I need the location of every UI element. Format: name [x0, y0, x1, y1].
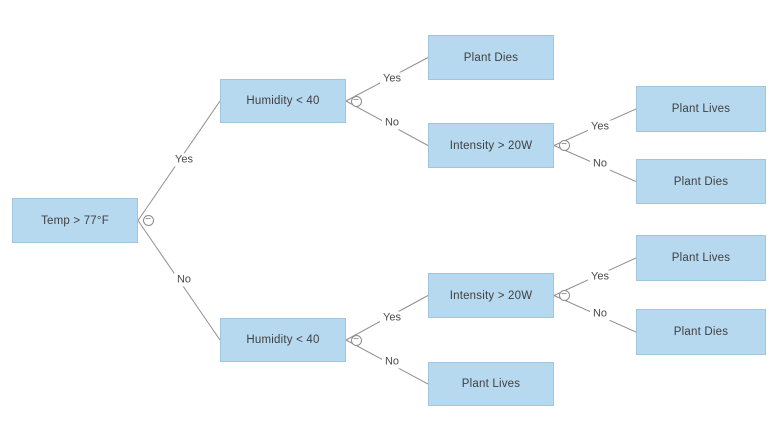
edge-label-root-no: No	[173, 273, 195, 287]
edge-label-intensity-top-yes: Yes	[588, 120, 612, 134]
node-humidity-bottom[interactable]: Humidity < 40	[220, 318, 346, 362]
node-label: Intensity > 20W	[449, 139, 533, 152]
edge-label-humidity-top-no: No	[381, 116, 403, 130]
node-plant-lives-bottom-right[interactable]: Plant Lives	[636, 235, 766, 281]
collapse-toggle-icon-humidity-bottom[interactable]: −	[350, 333, 362, 346]
node-label: Humidity < 40	[246, 334, 320, 346]
edge-label-intensity-top-no: No	[589, 157, 611, 171]
node-temp-root[interactable]: Temp > 77°F	[12, 198, 138, 243]
node-label: Plant Dies	[463, 51, 519, 64]
node-label: Plant Lives	[671, 252, 731, 264]
edge-label-humidity-bottom-yes: Yes	[380, 311, 404, 325]
node-label: Intensity > 20W	[449, 289, 533, 302]
node-humidity-top[interactable]: Humidity < 40	[220, 79, 346, 123]
collapse-toggle-icon-intensity-bottom[interactable]: −	[558, 289, 570, 301]
node-intensity-bottom[interactable]: Intensity > 20W	[428, 273, 554, 318]
edge-label-intensity-bottom-no: No	[589, 307, 611, 321]
node-label: Humidity < 40	[246, 95, 320, 107]
node-label: Plant Dies	[673, 175, 729, 188]
node-label: Plant Dies	[673, 326, 729, 338]
node-plant-dies-top[interactable]: Plant Dies	[428, 35, 554, 80]
edge-label-root-yes: Yes	[172, 153, 196, 167]
collapse-toggle-icon-intensity-top[interactable]: −	[558, 139, 570, 151]
node-plant-dies-mid-right[interactable]: Plant Dies	[636, 159, 766, 204]
node-plant-lives-top-right[interactable]: Plant Lives	[636, 86, 766, 132]
node-plant-dies-bottom-right[interactable]: Plant Dies	[636, 309, 766, 355]
node-plant-lives-bottom-mid[interactable]: Plant Lives	[428, 362, 554, 406]
node-intensity-top[interactable]: Intensity > 20W	[428, 123, 554, 168]
node-label: Plant Lives	[671, 103, 731, 115]
edge-label-humidity-bottom-no: No	[381, 355, 403, 369]
edge-label-intensity-bottom-yes: Yes	[588, 270, 612, 284]
collapse-toggle-icon-root[interactable]: −	[142, 214, 154, 226]
minus-icon: −	[353, 94, 359, 106]
node-label: Temp > 77°F	[41, 214, 109, 227]
edge-label-humidity-top-yes: Yes	[380, 72, 404, 86]
minus-icon: −	[561, 139, 567, 150]
minus-icon: −	[353, 333, 359, 345]
collapse-toggle-icon-humidity-top[interactable]: −	[350, 94, 362, 107]
node-label: Plant Lives	[461, 378, 521, 390]
minus-icon: −	[561, 289, 567, 300]
minus-icon: −	[145, 214, 151, 225]
